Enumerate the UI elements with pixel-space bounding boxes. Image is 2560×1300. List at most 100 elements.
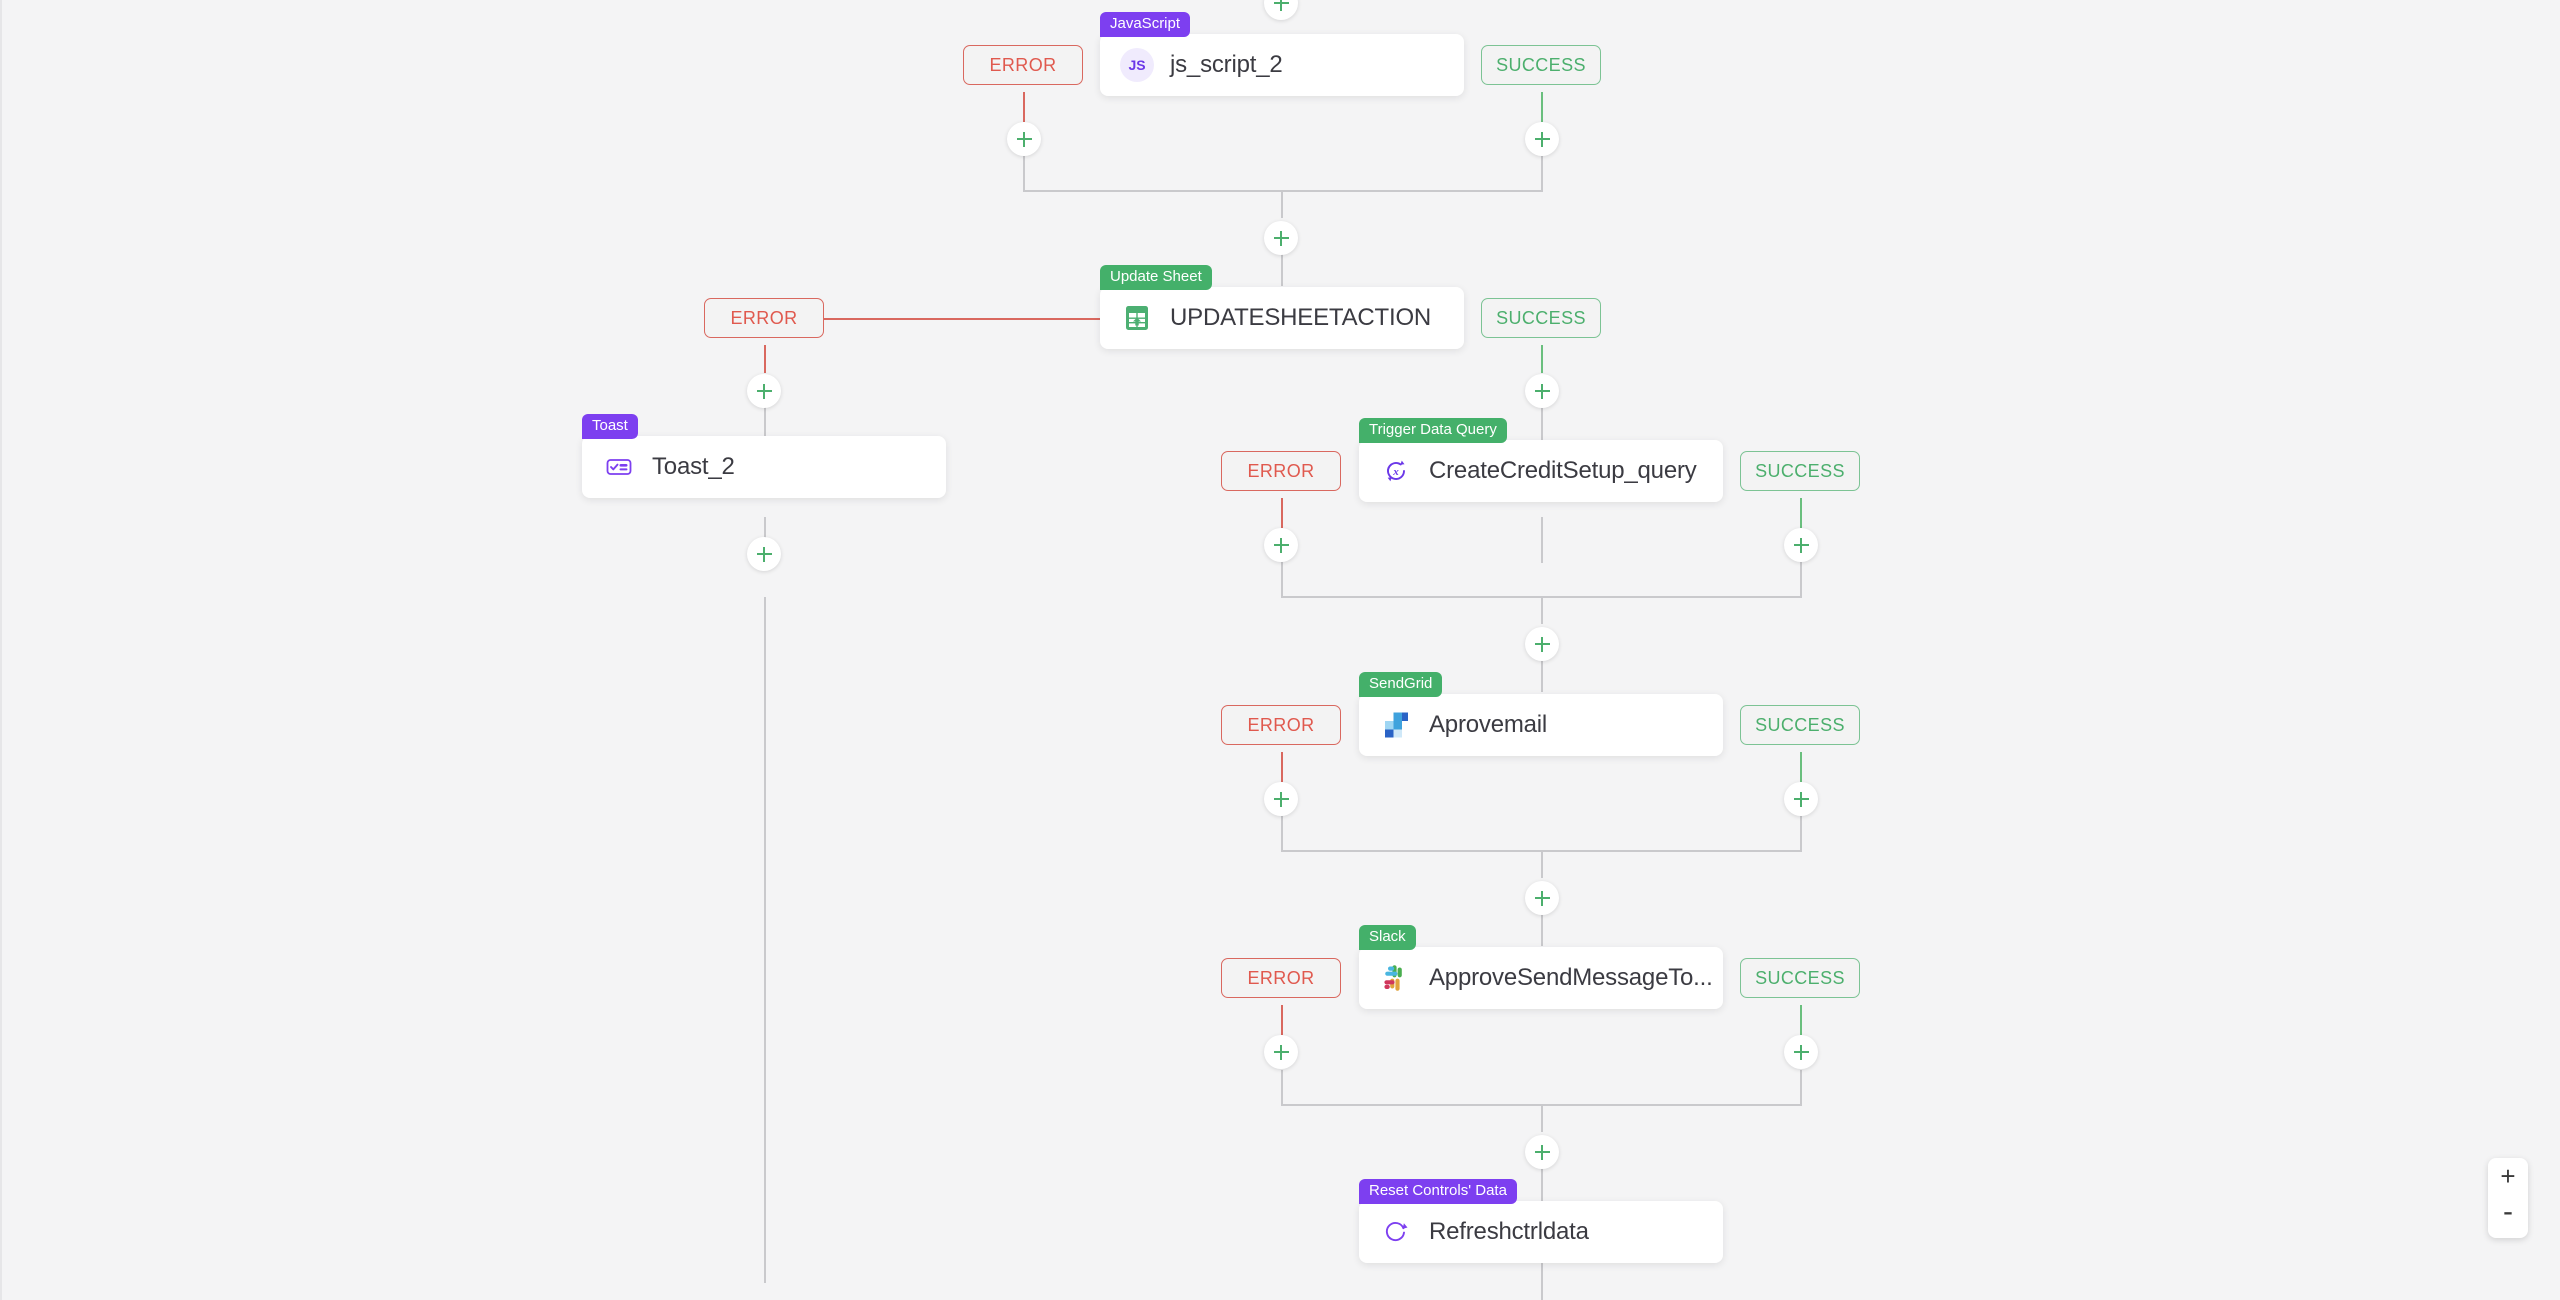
node-title: ApproveSendMessageTo... bbox=[1429, 964, 1713, 991]
connector-success-line bbox=[1800, 752, 1802, 782]
connector-line bbox=[1800, 1070, 1802, 1106]
node-badge-update-sheet: Update Sheet bbox=[1100, 265, 1212, 290]
connector-success-line bbox=[1800, 1005, 1802, 1035]
node-js-script-2[interactable]: JavaScript JS js_script_2 bbox=[1100, 12, 1464, 96]
google-sheets-icon bbox=[1120, 301, 1154, 335]
node-title: js_script_2 bbox=[1170, 51, 1283, 78]
error-label: ERROR bbox=[1247, 714, 1315, 735]
node-badge-slack: Slack bbox=[1359, 925, 1416, 950]
error-label: ERROR bbox=[1247, 460, 1315, 481]
node-approvesendmessageto[interactable]: Slack ApproveSendMessageTo... bbox=[1359, 925, 1723, 1009]
add-node-button[interactable] bbox=[1525, 122, 1559, 156]
connector-line bbox=[1541, 1104, 1543, 1132]
success-port-aprovemail[interactable]: SUCCESS bbox=[1740, 705, 1860, 745]
add-node-button[interactable] bbox=[1525, 881, 1559, 915]
connector-error-line bbox=[824, 318, 1100, 320]
connector-error-line bbox=[1281, 498, 1283, 528]
connector-line bbox=[1281, 1070, 1283, 1106]
error-port-updatesheetaction[interactable]: ERROR bbox=[704, 298, 824, 338]
connector-line bbox=[764, 597, 766, 1283]
sendgrid-icon bbox=[1379, 708, 1413, 742]
add-node-button[interactable] bbox=[1264, 528, 1298, 562]
connector-line bbox=[1281, 190, 1283, 218]
toast-icon bbox=[602, 450, 636, 484]
node-updatesheetaction[interactable]: Update Sheet UPDATESHEETACTION bbox=[1100, 265, 1464, 349]
node-badge-toast: Toast bbox=[582, 414, 638, 439]
node-title: Refreshctrldata bbox=[1429, 1218, 1589, 1245]
connector-line bbox=[1541, 850, 1543, 878]
node-badge-trigger-data-query: Trigger Data Query bbox=[1359, 418, 1507, 443]
add-node-button[interactable] bbox=[1264, 1035, 1298, 1069]
add-node-button[interactable] bbox=[1264, 782, 1298, 816]
add-node-button[interactable] bbox=[1525, 374, 1559, 408]
slack-icon bbox=[1379, 961, 1413, 995]
connector-line bbox=[1541, 1168, 1543, 1202]
node-aprovemail[interactable]: SendGrid Aprovemail bbox=[1359, 672, 1723, 756]
add-node-button[interactable] bbox=[1007, 122, 1041, 156]
node-createcreditsetup-query[interactable]: Trigger Data Query x CreateCreditSetup_q… bbox=[1359, 418, 1723, 502]
svg-text:x: x bbox=[1392, 466, 1399, 478]
connector-line bbox=[1541, 406, 1543, 456]
node-badge-javascript: JavaScript bbox=[1100, 12, 1191, 37]
connector-line bbox=[1281, 562, 1283, 598]
success-label: SUCCESS bbox=[1496, 54, 1586, 75]
connector-error-line bbox=[1281, 752, 1283, 782]
connector-line bbox=[1541, 1262, 1543, 1300]
query-refresh-icon: x bbox=[1379, 454, 1413, 488]
zoom-out-button[interactable]: - bbox=[2503, 1195, 2513, 1228]
node-toast-2[interactable]: Toast Toast_2 bbox=[582, 414, 946, 498]
connector-line bbox=[1800, 562, 1802, 598]
success-port-createcreditsetup-query[interactable]: SUCCESS bbox=[1740, 451, 1860, 491]
connector-error-line bbox=[764, 345, 766, 373]
error-port-aprovemail[interactable]: ERROR bbox=[1221, 705, 1341, 745]
connector-success-line bbox=[1541, 92, 1543, 122]
success-label: SUCCESS bbox=[1755, 967, 1845, 988]
error-port-js-script-2[interactable]: ERROR bbox=[963, 45, 1083, 85]
error-label: ERROR bbox=[1247, 967, 1315, 988]
connector-line bbox=[1541, 517, 1543, 563]
connector-line bbox=[1541, 912, 1543, 946]
error-port-approvesendmessageto[interactable]: ERROR bbox=[1221, 958, 1341, 998]
js-icon: JS bbox=[1120, 48, 1154, 82]
connector-line bbox=[1023, 190, 1543, 192]
connector-line bbox=[1541, 596, 1543, 624]
connector-error-line bbox=[1023, 92, 1025, 122]
error-label: ERROR bbox=[989, 54, 1057, 75]
connector-success-line bbox=[1541, 345, 1543, 373]
add-node-button[interactable] bbox=[747, 374, 781, 408]
success-label: SUCCESS bbox=[1755, 460, 1845, 481]
zoom-in-button[interactable]: + bbox=[2500, 1161, 2516, 1191]
connector-line bbox=[764, 406, 766, 456]
connector-line bbox=[1281, 816, 1283, 852]
zoom-controls[interactable]: + - bbox=[2488, 1158, 2528, 1238]
connector-line bbox=[1281, 252, 1283, 286]
add-node-button[interactable] bbox=[1264, 0, 1298, 20]
connector-line bbox=[1800, 816, 1802, 852]
add-node-button[interactable] bbox=[747, 537, 781, 571]
connector-line bbox=[1541, 156, 1543, 192]
success-label: SUCCESS bbox=[1496, 307, 1586, 328]
connector-line bbox=[1023, 156, 1025, 192]
success-port-js-script-2[interactable]: SUCCESS bbox=[1481, 45, 1601, 85]
refresh-circle-icon bbox=[1379, 1215, 1413, 1249]
node-badge-reset-controls-data: Reset Controls' Data bbox=[1359, 1179, 1517, 1204]
connector-line bbox=[1541, 658, 1543, 692]
node-title: Aprovemail bbox=[1429, 711, 1548, 738]
node-title: Toast_2 bbox=[652, 453, 735, 480]
success-port-approvesendmessageto[interactable]: SUCCESS bbox=[1740, 958, 1860, 998]
add-node-button[interactable] bbox=[1784, 528, 1818, 562]
add-node-button[interactable] bbox=[1264, 221, 1298, 255]
connector-success-line bbox=[1800, 498, 1802, 528]
success-label: SUCCESS bbox=[1755, 714, 1845, 735]
error-port-createcreditsetup-query[interactable]: ERROR bbox=[1221, 451, 1341, 491]
node-badge-sendgrid: SendGrid bbox=[1359, 672, 1443, 697]
add-node-button[interactable] bbox=[1784, 782, 1818, 816]
node-refreshctrldata[interactable]: Reset Controls' Data Refreshctrldata bbox=[1359, 1179, 1723, 1263]
add-node-button[interactable] bbox=[1784, 1035, 1818, 1069]
add-node-button[interactable] bbox=[1525, 1135, 1559, 1169]
add-node-button[interactable] bbox=[1525, 627, 1559, 661]
success-port-updatesheetaction[interactable]: SUCCESS bbox=[1481, 298, 1601, 338]
error-label: ERROR bbox=[730, 307, 798, 328]
node-title: CreateCreditSetup_query bbox=[1429, 457, 1697, 484]
